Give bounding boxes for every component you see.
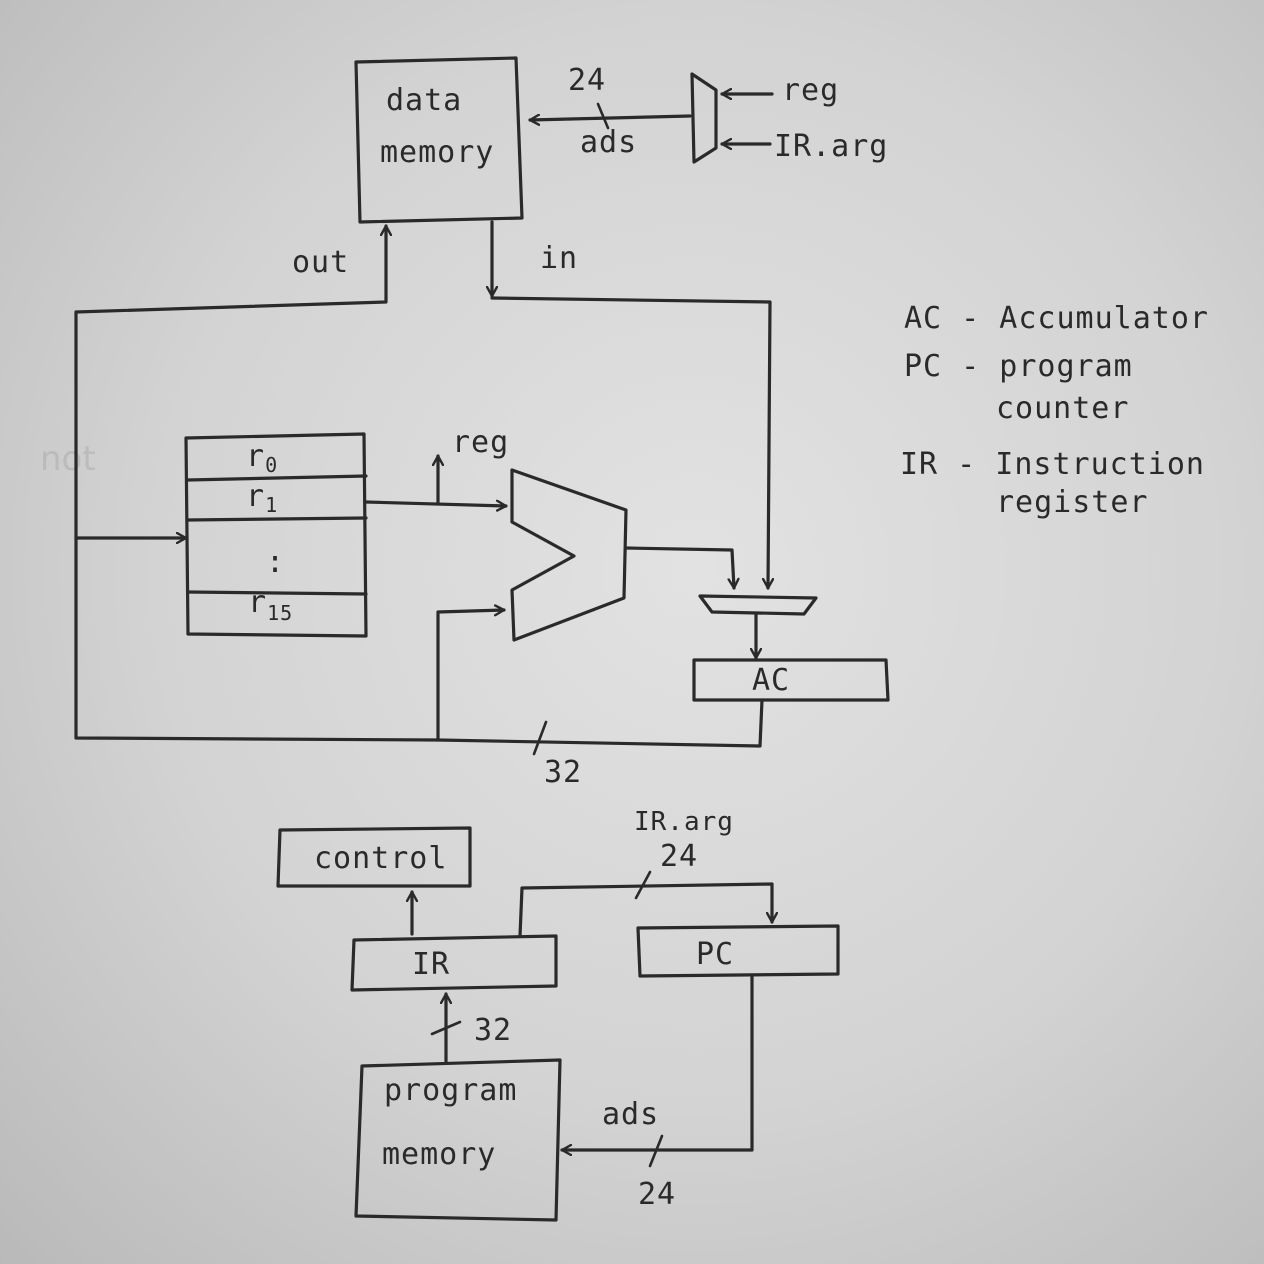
left-bus-wire [74, 296, 440, 742]
data-memory-box [354, 56, 524, 224]
ir-label: IR [412, 947, 450, 982]
main-bus-width: 32 [544, 755, 582, 790]
ac-output-bus [436, 698, 764, 748]
address-mux-shape [690, 72, 718, 164]
legend-pc-line2: counter [996, 391, 1129, 426]
address-bus-arrow [528, 116, 692, 120]
ir-arg-bus-width: 24 [660, 839, 698, 874]
address-bus-label: ads [580, 125, 637, 160]
instruction-register: IR [350, 934, 558, 992]
register-r0: r0 [246, 439, 278, 477]
data-memory-ports: out in [292, 220, 578, 300]
accumulator-box [692, 658, 890, 702]
register-file-box [184, 432, 368, 638]
legend-ir-line1: IR - Instruction [900, 447, 1205, 482]
program-memory: program memory [354, 1058, 562, 1222]
pc-label: PC [696, 937, 734, 972]
alu-shape [510, 468, 628, 642]
data-memory: data memory [354, 56, 524, 224]
ir-arg-bus-slash [634, 870, 652, 900]
program-memory-label-line2: memory [382, 1137, 496, 1172]
data-memory-label-line2: memory [380, 135, 494, 170]
address-bus-width: 24 [568, 63, 606, 98]
legend-ac: AC - Accumulator [904, 301, 1209, 336]
r1-to-alu-wire [364, 502, 508, 506]
pc-address-bus-width: 24 [638, 1177, 676, 1212]
address-mux: 24 ads reg IR.arg [528, 63, 888, 164]
program-memory-label-line1: program [384, 1073, 517, 1108]
in-port-label: in [540, 241, 578, 276]
main-bus-slash [532, 720, 548, 756]
mux-input-irarg-label: IR.arg [774, 129, 888, 164]
control-box [276, 826, 472, 888]
pc-address-bus [560, 974, 754, 1150]
register-divider-1 [186, 474, 368, 482]
legend-pc-line1: PC - program [904, 349, 1133, 384]
pc-box [636, 924, 840, 978]
program-memory-box [354, 1058, 562, 1222]
bleed-through-text: not [40, 439, 96, 479]
mux-input-reg-label: reg [782, 73, 839, 108]
pc-address-bus-slash [648, 1134, 664, 1168]
ir-arg-to-pc-wire [518, 882, 772, 938]
reg-tap-label: reg [452, 425, 509, 460]
pc-address-bus-label: ads [602, 1097, 659, 1132]
control-unit: control [276, 826, 472, 888]
ir-arg-bus-label: IR.arg [634, 807, 734, 837]
register-ellipsis: : [266, 545, 285, 580]
legend: AC - Accumulator PC - program counter IR… [900, 301, 1209, 520]
ir-box [350, 934, 558, 992]
program-counter: PC [636, 924, 840, 978]
alu-output-wire [624, 546, 734, 590]
register-file: r0 r1 : r15 [184, 432, 368, 638]
out-port-label: out [292, 245, 349, 280]
accumulator-label: AC [752, 663, 790, 698]
legend-ir-line2: register [996, 485, 1149, 520]
register-divider-2 [186, 516, 368, 522]
register-r1: r1 [246, 479, 278, 517]
ac-feedback-to-alu-arrow [436, 610, 506, 742]
program-bus-slash [430, 1020, 462, 1036]
ac-input-mux [698, 594, 818, 616]
program-bus-width: 32 [474, 1013, 512, 1048]
register-r15: r15 [248, 585, 293, 625]
memory-in-wire [490, 296, 770, 590]
register-divider-3 [186, 590, 368, 596]
control-label: control [314, 841, 447, 876]
accumulator: AC [692, 658, 890, 702]
data-memory-label-line1: data [386, 83, 462, 118]
address-bus-slash [596, 102, 610, 130]
